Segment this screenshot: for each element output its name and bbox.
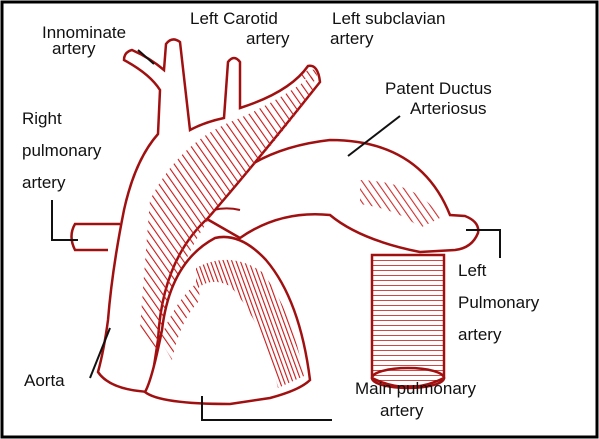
label-left-subclavian-line1: Left subclavian bbox=[332, 9, 445, 28]
label-left-pulmonary-line1: Left bbox=[458, 261, 487, 280]
label-right-pulmonary-line2: pulmonary bbox=[22, 141, 102, 160]
label-left-carotid-line2: artery bbox=[246, 29, 290, 48]
label-right-pulmonary-line3: artery bbox=[22, 173, 66, 192]
label-patent-ductus-line1: Patent Ductus bbox=[385, 79, 492, 98]
label-left-carotid-line1: Left Carotid bbox=[190, 9, 278, 28]
label-left-pulmonary-line2: Pulmonary bbox=[458, 293, 540, 312]
label-right-pulmonary-line1: Right bbox=[22, 109, 62, 128]
label-aorta: Aorta bbox=[24, 371, 65, 390]
label-main-pulmonary-line1: Main pulmonary bbox=[355, 379, 476, 398]
label-innominate-line2: artery bbox=[52, 39, 96, 58]
label-patent-ductus-line2: Arteriosus bbox=[410, 99, 487, 118]
label-main-pulmonary-line2: artery bbox=[380, 401, 424, 420]
label-left-subclavian-line2: artery bbox=[330, 29, 374, 48]
left-pulmonary-cylinder bbox=[372, 255, 444, 388]
label-left-pulmonary-line3: artery bbox=[458, 325, 502, 344]
